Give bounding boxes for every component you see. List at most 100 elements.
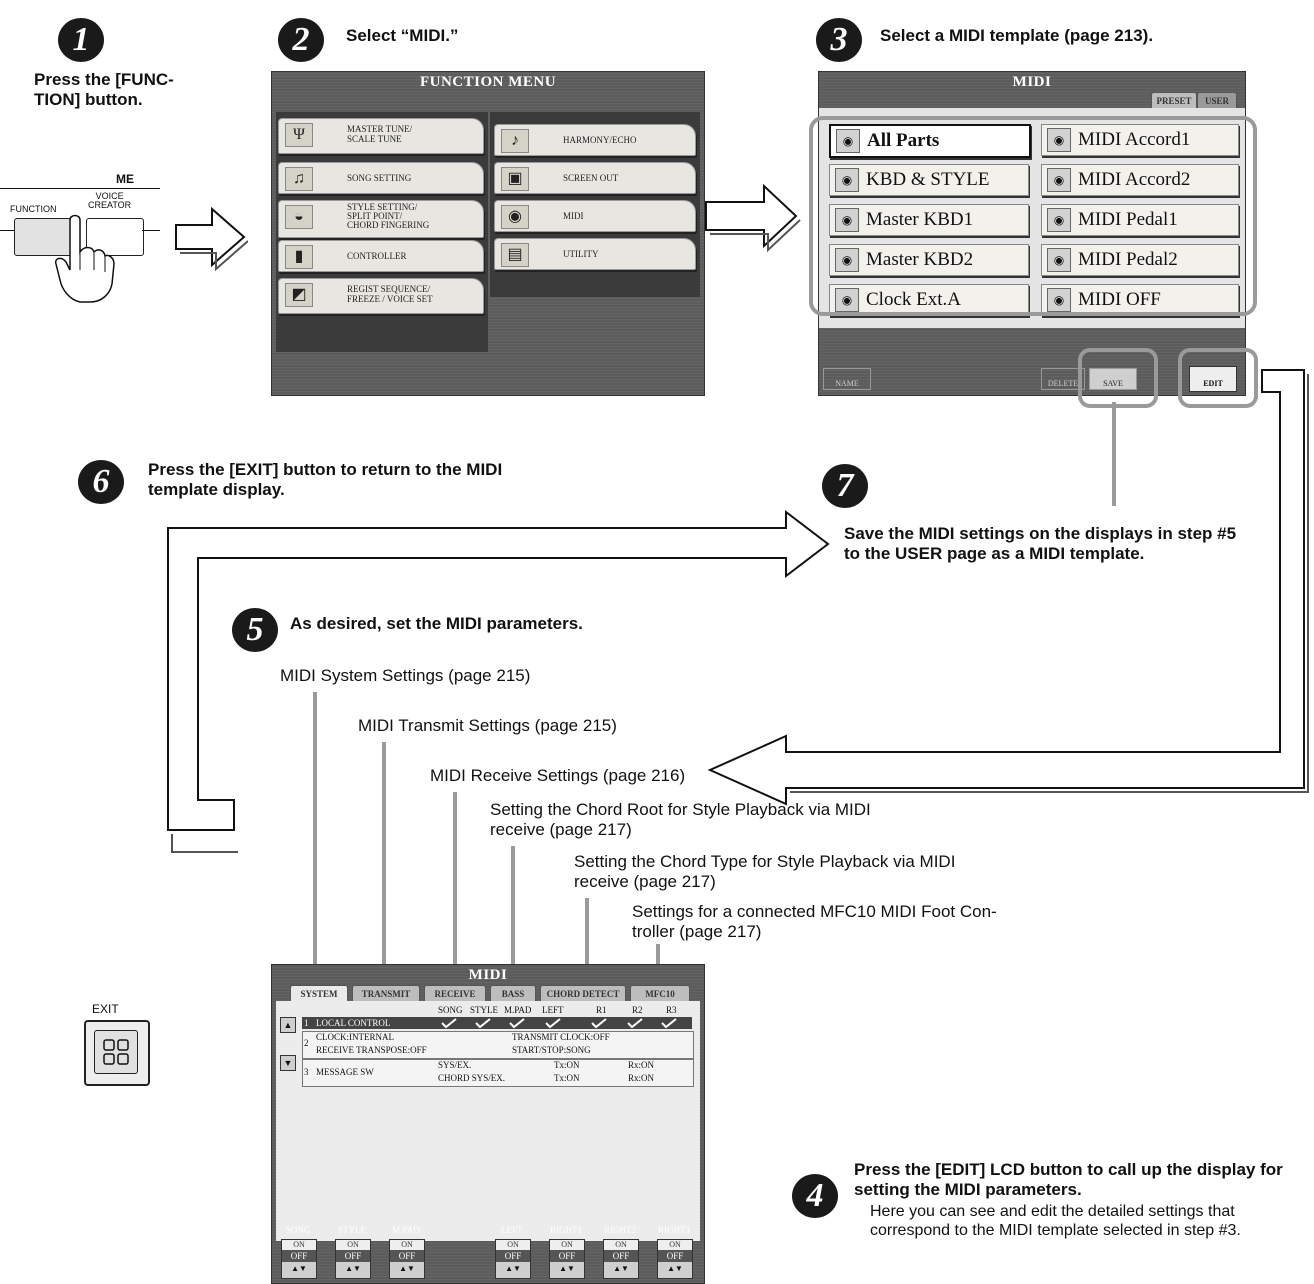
tab-system[interactable]: SYSTEM (290, 985, 348, 1002)
menu-item-utility[interactable]: ▤ UTILITY (494, 238, 696, 270)
template-midi-accord2[interactable]: ◉ MIDI Accord2 (1041, 164, 1239, 196)
midi-icon: ◉ (1047, 168, 1071, 192)
menu-item-screen-out[interactable]: ▣ SCREEN OUT (494, 162, 696, 194)
tuning-fork-icon: Ψ (285, 123, 313, 147)
drum-icon: ◒ (285, 205, 313, 229)
channel-label-song: SONG (285, 1225, 311, 1235)
template-midi-accord1[interactable]: ◉ MIDI Accord1 (1041, 124, 1239, 156)
template-clock-ext-a[interactable]: ◉ Clock Ext.A (829, 284, 1029, 316)
template-master-kbd2[interactable]: ◉ Master KBD2 (829, 244, 1029, 276)
label-system-settings: MIDI System Settings (page 215) (280, 666, 531, 685)
step-2-number: 2 (278, 18, 324, 62)
notes-icon: ♪ (501, 129, 529, 153)
tab-transmit[interactable]: TRANSMIT (352, 985, 420, 1002)
midi-icon: ◉ (1047, 248, 1071, 272)
local-control-checkmarks (441, 1018, 677, 1029)
chord-sysex-tx: Tx:ON (554, 1073, 580, 1083)
tab-preset[interactable]: PRESET (1151, 92, 1197, 109)
step-5-text: As desired, set the MIDI parameters. (290, 614, 583, 633)
tab-chord-detect[interactable]: CHORD DETECT (540, 985, 626, 1002)
step-4-body: Here you can see and edit the detailed s… (870, 1203, 1241, 1239)
save-pointer-line (1112, 402, 1116, 506)
voice-creator-button[interactable] (86, 218, 144, 256)
midi-icon: ◉ (835, 248, 859, 272)
template-midi-pedal1[interactable]: ◉ MIDI Pedal1 (1041, 204, 1239, 236)
template-kbd-style[interactable]: ◉ KBD & STYLE (829, 164, 1029, 196)
midi-icon: ◉ (835, 168, 859, 192)
leader-bass (511, 846, 515, 988)
channel-label-right2: RIGHT2 (604, 1225, 636, 1235)
channel-label-left: LEFT (501, 1225, 523, 1235)
menu-item-regist-sequence[interactable]: ◩ REGIST SEQUENCE/ FREEZE / VOICE SET (278, 278, 484, 314)
save-highlight (1078, 348, 1158, 408)
midi-icon: ◉ (1047, 128, 1071, 152)
channel-label-right1: RIGHT1 (550, 1225, 582, 1235)
function-button[interactable] (14, 218, 76, 256)
menu-item-midi[interactable]: ◉ MIDI (494, 200, 696, 232)
midi-icon: ◉ (1047, 208, 1071, 232)
function-panel: ME FUNCTION VOICE CREATOR (0, 170, 160, 260)
leader-receive (453, 792, 457, 988)
arrow-step5-to-step7 (167, 509, 830, 853)
label-receive-settings: MIDI Receive Settings (page 216) (430, 766, 686, 785)
menu-item-harmony-echo[interactable]: ♪ HARMONY/ECHO (494, 124, 696, 156)
midi-icon: ◉ (835, 208, 859, 232)
step-1-number: 1 (58, 18, 104, 62)
midi-icon: ◉ (836, 129, 860, 153)
delete-button[interactable]: DELETE (1041, 368, 1085, 390)
save-button[interactable]: SAVE (1089, 368, 1137, 390)
step-4-title: Press the [EDIT] LCD button to call up t… (854, 1160, 1283, 1199)
tab-bass[interactable]: BASS (490, 985, 536, 1002)
channel-label-mpad: M.PAD (392, 1225, 420, 1235)
row-clock[interactable] (302, 1031, 694, 1059)
monitor-icon: ▣ (501, 167, 529, 191)
row-message-sw[interactable] (302, 1059, 694, 1087)
leader-transmit (382, 742, 386, 988)
channel-label-right3: RIGHT3 (658, 1225, 690, 1235)
function-label: FUNCTION (10, 204, 57, 214)
label-chord-root: Setting the Chord Root for Style Playbac… (490, 800, 871, 839)
edit-button[interactable]: EDIT (1189, 366, 1237, 392)
step-2-text: Select “MIDI.” (346, 26, 459, 45)
tab-mfc10[interactable]: MFC10 (630, 985, 690, 1002)
sequence-icon: ◩ (285, 283, 313, 307)
arrow-1-to-2 (175, 206, 248, 272)
tab-receive[interactable]: RECEIVE (424, 985, 486, 1002)
step-3-text: Select a MIDI template (page 213). (880, 26, 1154, 45)
midi-template-title: MIDI (1012, 74, 1052, 90)
midi-template-screen: MIDI PRESET USER ◉ All Parts ◉ KBD & STY… (809, 71, 1257, 396)
leader-system (313, 692, 317, 988)
midi-icon: ◉ (501, 205, 529, 229)
midi-edit-screen: MIDI SYSTEM TRANSMIT RECEIVE BASS CHORD … (271, 964, 705, 1284)
scroll-down-button[interactable]: ▼ (280, 1055, 296, 1071)
scroll-up-button[interactable]: ▲ (280, 1017, 296, 1033)
template-midi-pedal2[interactable]: ◉ MIDI Pedal2 (1041, 244, 1239, 276)
channel-label-style: STYLE (338, 1225, 366, 1235)
tab-user[interactable]: USER (1197, 92, 1237, 109)
template-highlight (809, 116, 1257, 316)
menu-item-style-setting[interactable]: ◒ STYLE SETTING/ SPLIT POINT/ CHORD FING… (278, 200, 484, 238)
template-all-parts[interactable]: ◉ All Parts (829, 124, 1031, 158)
col-head-r3: R3 (666, 1005, 677, 1015)
step-1-text: Press the [FUNC- TION] button. (34, 70, 174, 109)
voice-creator-label: VOICE CREATOR (88, 191, 132, 210)
exit-button[interactable] (84, 1020, 150, 1086)
function-menu-title: FUNCTION MENU (419, 74, 557, 90)
chord-sysex-rx: Rx:ON (628, 1073, 655, 1083)
menu-item-song-setting[interactable]: ♫ SONG SETTING (278, 162, 484, 194)
name-button[interactable]: NAME (823, 368, 871, 390)
arrow-2-to-3 (705, 183, 801, 253)
col-head-song: SONG (438, 1005, 463, 1015)
template-master-kbd1[interactable]: ◉ Master KBD1 (829, 204, 1029, 236)
menu-item-master-tune[interactable]: Ψ MASTER TUNE/ SCALE TUNE (278, 118, 484, 154)
menu-item-controller[interactable]: ▮ CONTROLLER (278, 240, 484, 272)
music-note-icon: ♫ (285, 167, 313, 191)
col-head-r1: R1 (596, 1005, 607, 1015)
